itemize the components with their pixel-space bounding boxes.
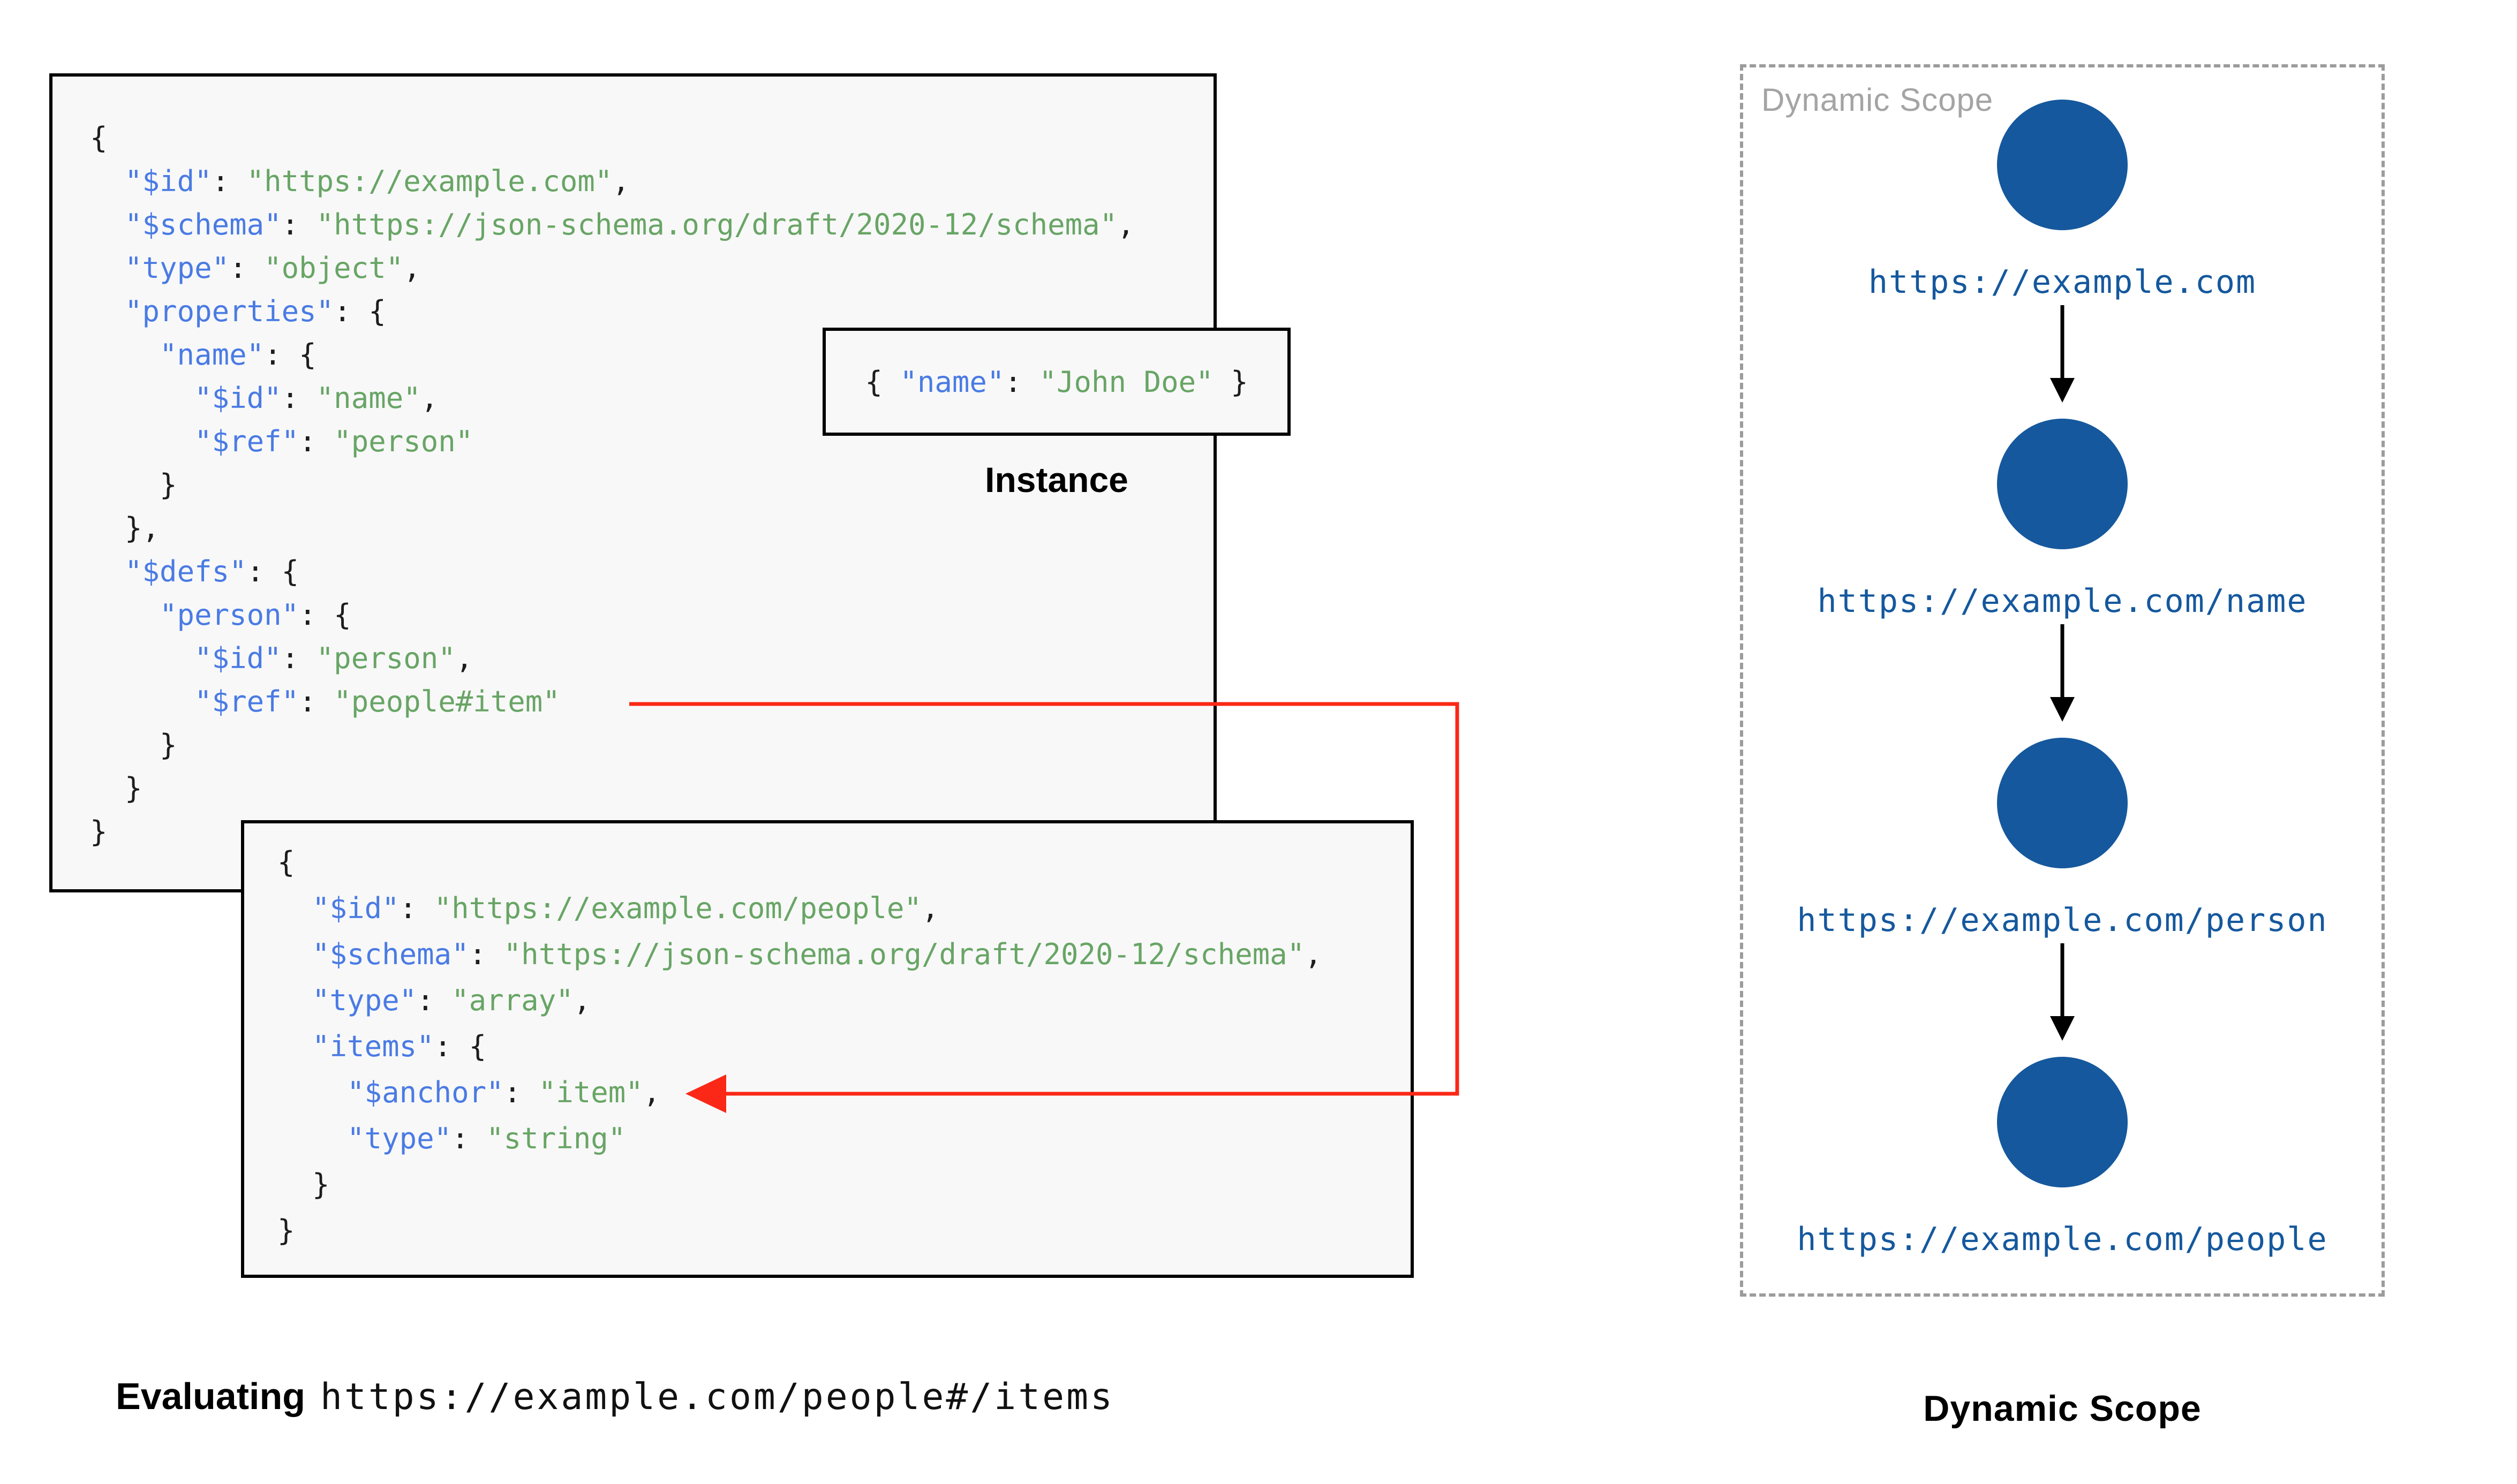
code-line: } [90,815,108,849]
code-line: { [277,845,295,879]
code-line: "$id": "https://example.com", [125,164,630,198]
code-line: "person": { [160,598,351,632]
scope-node-uri: https://example.com/person [1797,902,2328,939]
scope-node-uri: https://example.com [1868,263,2257,301]
code-line: "$defs": { [125,555,299,588]
code-line: "$schema": "https://json-schema.org/draf… [125,208,1135,241]
dynamic-scope-caption: Dynamic Scope [1923,1388,2202,1429]
down-arrow-icon [2047,943,2077,1041]
code-line: }, [90,511,160,545]
evaluating-uri: https://example.com/people#/items [320,1376,1114,1418]
down-arrow-icon [2047,305,2077,403]
scope-node-uri: https://example.com/people [1797,1221,2328,1258]
code-line: "properties": { [125,294,386,328]
code-line: { "name": "John Doe" } [865,365,1248,399]
code-line: "type": "array", [312,983,591,1017]
scope-node-circle-icon [1997,100,2128,230]
code-line: "$id": "https://example.com/people", [312,891,939,925]
code-line: "items": { [312,1029,487,1063]
scope-node-circle-icon [1997,419,2128,549]
code-line: "$schema": "https://json-schema.org/draf… [312,937,1322,971]
code-line: } [90,728,177,762]
scope-node-uri: https://example.com/name [1817,582,2308,620]
evaluating-caption: Evaluating https://example.com/people#/i… [116,1375,1114,1434]
code-line: "$ref": "person" [194,425,473,458]
code-line: "name": { [160,338,316,372]
code-line: { [90,121,108,155]
instance-box: { "name": "John Doe" } [823,328,1291,436]
code-line: } [277,1168,330,1201]
code-line: "$ref": "people#item" [194,685,560,718]
code-line: "$id": "name", [194,381,439,415]
people-schema-panel: { "$id": "https://example.com/people", "… [241,820,1414,1278]
evaluating-label: Evaluating [116,1375,305,1417]
scope-node-circle-icon [1997,1057,2128,1187]
code-line: } [90,771,142,805]
code-line: "$anchor": "item", [347,1076,661,1109]
code-line: "type": "object", [125,251,421,285]
code-line: "type": "string" [347,1122,626,1155]
dynamic-scope-inner-title: Dynamic Scope [1761,82,1994,118]
code-line: } [90,468,177,502]
instance-caption: Instance [985,460,1128,499]
down-arrow-icon [2047,624,2077,722]
scope-node-circle-icon [1997,738,2128,868]
code-line: } [277,1214,295,1247]
code-line: "$id": "person", [194,641,473,675]
dynamic-scope-chain: https://example.com https://example.com/n… [1743,67,2382,1293]
